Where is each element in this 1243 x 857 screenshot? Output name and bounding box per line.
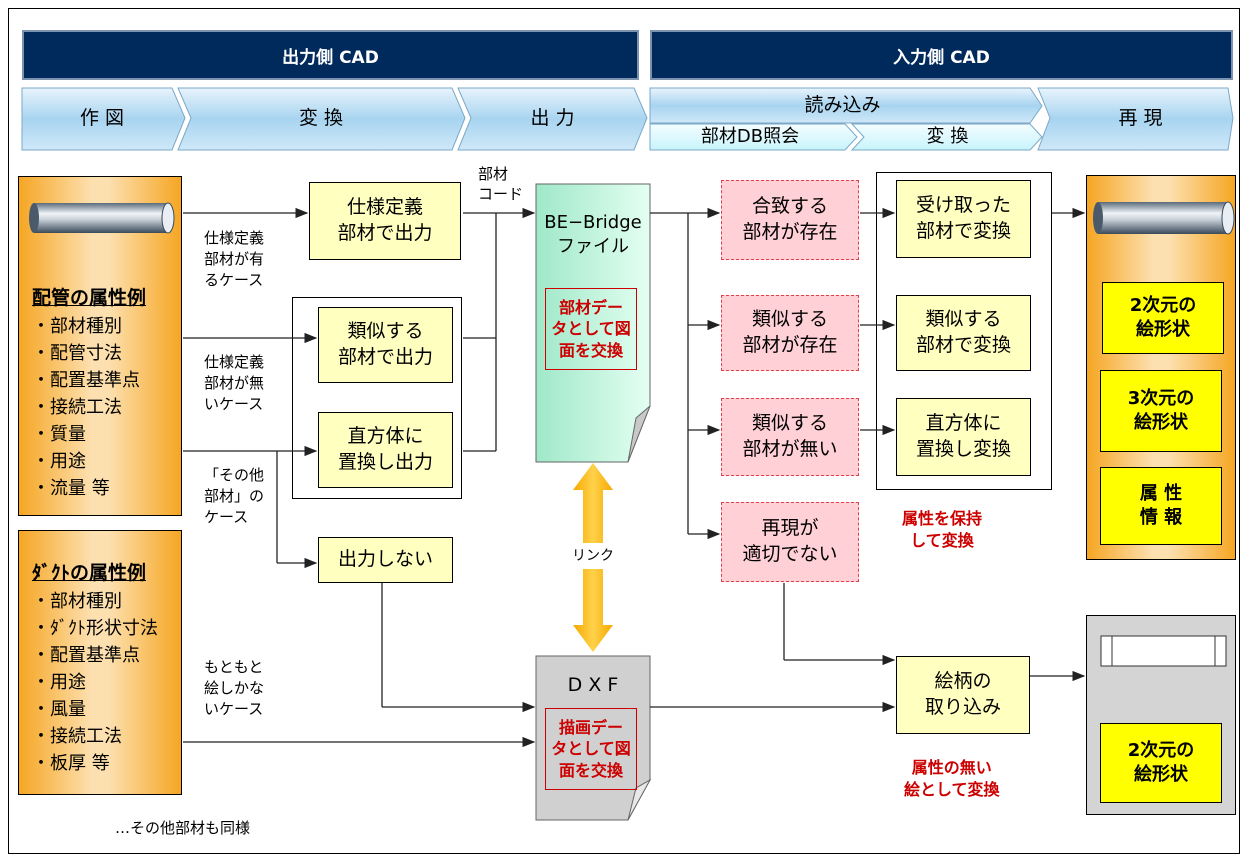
stage-reproduce: 再 現 bbox=[1118, 107, 1163, 130]
stage-member-db-shape bbox=[649, 123, 858, 151]
stage-output-shape bbox=[457, 87, 648, 151]
output-cad-band: 出力側 CAD bbox=[22, 30, 639, 80]
pipe-icon-right bbox=[1093, 201, 1235, 235]
result-attribute-info: 属 性 情 報 bbox=[1100, 467, 1222, 545]
link-label: リンク bbox=[558, 543, 628, 569]
convert-received-member: 受け取った 部材で変換 bbox=[896, 180, 1031, 258]
duct-title: ﾀﾞｸﾄの属性例 bbox=[32, 562, 147, 584]
output-group-frame bbox=[292, 297, 462, 499]
output-similar-member: 類似する 部材で出力 bbox=[318, 307, 453, 383]
bebridge-file-title: BE−Bridge ファイル bbox=[544, 211, 642, 257]
output-cuboid: 直方体に 置換し出力 bbox=[318, 412, 453, 488]
convert-group-frame bbox=[876, 172, 1052, 490]
stage-reproduce-shape bbox=[1037, 87, 1234, 151]
stage-convert: 変 換 bbox=[298, 107, 344, 130]
stage-convert2-shape bbox=[850, 123, 1043, 151]
case-drawing-only: もともと 絵しかな いケース bbox=[204, 658, 265, 718]
piping-title: 配管の属性例 bbox=[32, 287, 147, 309]
footnote: …その他部材も同様 bbox=[115, 819, 251, 837]
bebridge-file-note: 部材デー タとして図 面を交換 bbox=[545, 288, 637, 370]
stage-drawing-shape bbox=[21, 87, 186, 151]
result-2d-shape-lower: 2次元の 絵形状 bbox=[1100, 723, 1222, 803]
duct-panel bbox=[18, 530, 182, 795]
duct-icon-right bbox=[1100, 635, 1227, 667]
duct-attribute-list: ・部材種別 ・ﾀﾞｸﾄ形状寸法 ・配置基準点 ・用途 ・風量 ・接続工法 ・板厚… bbox=[32, 591, 158, 774]
check-unsuitable: 再現が 適切でない bbox=[721, 502, 859, 582]
check-similar-none: 類似する 部材が無い bbox=[721, 398, 859, 476]
note-keep-attributes: 属性を保持 して変換 bbox=[902, 509, 983, 551]
check-similar-exists: 類似する 部材が存在 bbox=[721, 295, 859, 371]
convert-cuboid: 直方体に 置換し変換 bbox=[896, 398, 1031, 476]
piping-attribute-list: ・部材種別 ・配管寸法 ・配置基準点 ・接続工法 ・質量 ・用途 ・流量 等 bbox=[32, 316, 140, 499]
stage-read: 読み込み bbox=[804, 94, 881, 117]
stage-output: 出 力 bbox=[530, 107, 575, 130]
check-match-exists: 合致する 部材が存在 bbox=[721, 180, 859, 260]
case-without-spec: 仕様定義 部材が無 いケース bbox=[204, 353, 265, 413]
result-3d-shape: 3次元の 絵形状 bbox=[1100, 370, 1222, 452]
output-none: 出力しない bbox=[318, 537, 453, 583]
convert-similar-member: 類似する 部材で変換 bbox=[896, 295, 1031, 371]
input-cad-label: 入力側 CAD bbox=[893, 47, 990, 68]
case-with-spec: 仕様定義 部材が有 るケース bbox=[204, 229, 265, 289]
dxf-note: 描画デー タとして図 面を交換 bbox=[545, 708, 637, 790]
output-spec-member: 仕様定義 部材で出力 bbox=[309, 182, 461, 260]
stage-convert2: 変 換 bbox=[926, 125, 969, 147]
stage-read-shape bbox=[649, 87, 1043, 124]
convert-pattern-import: 絵柄の 取り込み bbox=[896, 656, 1030, 734]
note-no-attributes: 属性の無い 絵として変換 bbox=[904, 758, 1000, 800]
stage-member-db: 部材DB照会 bbox=[700, 125, 800, 147]
input-cad-band: 入力側 CAD bbox=[650, 30, 1233, 80]
stage-convert-shape bbox=[177, 87, 466, 151]
stage-drawing: 作 図 bbox=[79, 107, 125, 130]
result-2d-shape: 2次元の 絵形状 bbox=[1102, 282, 1224, 354]
pipe-icon-left bbox=[29, 202, 175, 234]
diagram-frame bbox=[8, 8, 1240, 854]
output-cad-label: 出力側 CAD bbox=[282, 47, 379, 68]
dxf-title: D X F bbox=[567, 674, 619, 697]
member-code-label: 部材 コード bbox=[478, 165, 524, 203]
case-other: 「その他 部材」の ケース bbox=[204, 466, 265, 526]
